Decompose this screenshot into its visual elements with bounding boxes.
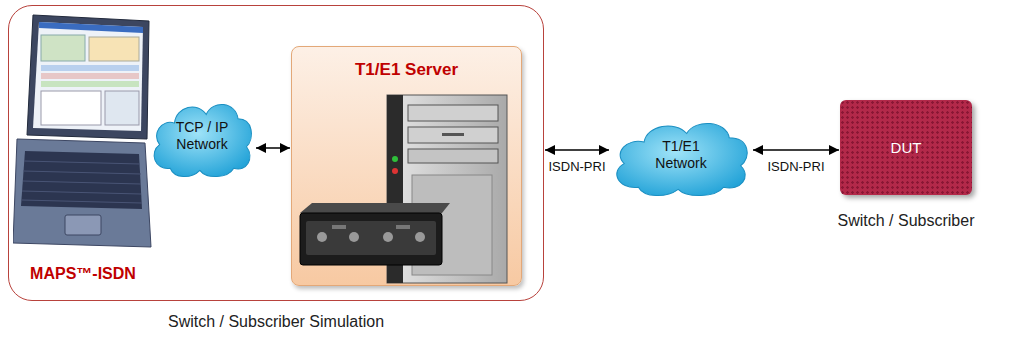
device-box: DUTSwitch / Subscriber <box>840 100 972 195</box>
double-arrow <box>256 147 290 149</box>
network-cloud: TCP / IP Network <box>149 93 255 179</box>
device-caption: Switch / Subscriber <box>800 212 1011 230</box>
product-name: MAPS™-ISDN <box>7 265 159 283</box>
group-caption: Switch / Subscriber Simulation <box>9 313 543 331</box>
laptop-illustration <box>13 11 153 256</box>
server-illustration <box>292 47 523 287</box>
simulation-group: MAPS™-ISDNTCP / IP Network T1/E1 ServerS… <box>8 5 544 301</box>
network-label: T1/E1 Network <box>648 138 714 172</box>
double-arrow <box>545 149 609 151</box>
server-box: T1/E1 Server <box>291 46 522 286</box>
link-label: ISDN-PRI <box>546 159 607 174</box>
device-label: DUT <box>891 139 922 156</box>
laptop-node: MAPS™-ISDN <box>13 11 153 283</box>
network-label: TCP / IP Network <box>169 119 235 153</box>
double-arrow <box>753 149 839 151</box>
server-title: T1/E1 Server <box>292 60 521 80</box>
link-label: ISDN-PRI <box>765 159 826 174</box>
network-cloud: T1/E1 Network <box>610 112 752 198</box>
